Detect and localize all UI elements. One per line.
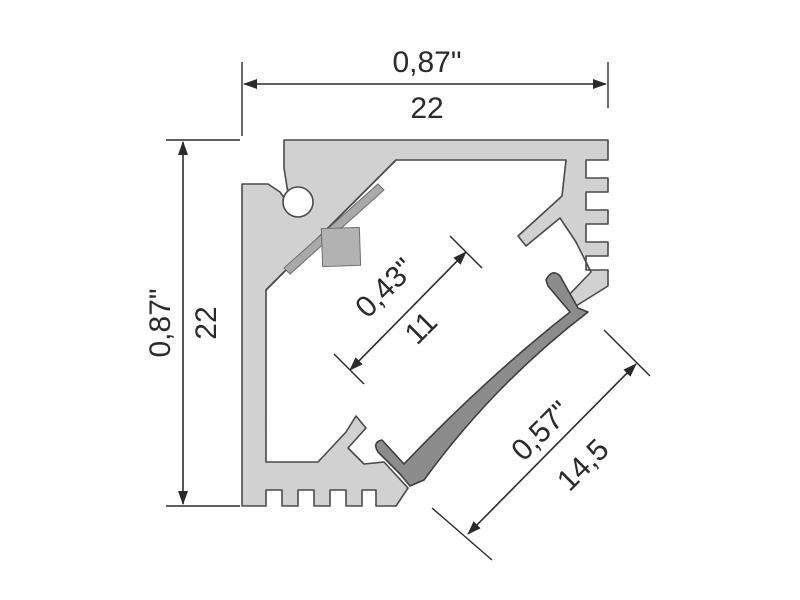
dimension-line: [349, 251, 467, 371]
left-height-inch: 0,87": [144, 288, 177, 357]
inner-diagonal-mm: 11: [399, 306, 444, 351]
screw-channel: [282, 186, 314, 218]
extension-tick-lower: [333, 353, 365, 385]
extension-line-lower: [431, 507, 493, 561]
extension-tick-upper: [449, 235, 483, 269]
aluminum-corner-profile: [241, 139, 609, 507]
left-height-dimension: 0,87" 22: [144, 139, 240, 507]
dimension-line: [467, 363, 637, 535]
top-width-inch: 0,87": [392, 46, 461, 79]
diffuser-width-inch: 0,57": [505, 395, 577, 467]
diffuser-width-dimension: 0,57" 14,5: [431, 329, 651, 561]
profile-body: [241, 139, 609, 507]
top-width-dimension: 0,87" 22: [241, 46, 609, 136]
led-chip: [320, 226, 362, 268]
diffuser-width-mm: 14,5: [551, 433, 616, 498]
top-width-mm: 22: [410, 92, 443, 125]
extension-line-upper: [603, 329, 651, 377]
left-height-mm: 22: [190, 306, 223, 339]
diffuser-cover: [374, 272, 589, 487]
